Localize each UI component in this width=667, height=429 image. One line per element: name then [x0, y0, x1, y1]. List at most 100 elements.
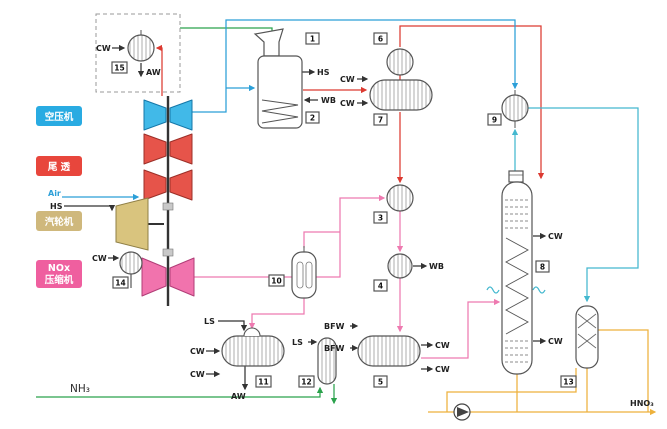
equipment-tag-15: 15: [111, 61, 128, 74]
heat-exchanger-14: [119, 251, 143, 288]
bleacher-column-13: [575, 305, 599, 369]
equipment-tag-2: 2: [305, 111, 320, 124]
nox-compressor-stage: [141, 257, 195, 297]
tag-number: 5: [378, 378, 383, 387]
equipment-tag-14: 14: [112, 276, 129, 289]
pipe-nox-discharge: [194, 194, 386, 278]
legend-label-nox-line2: 压缩机: [45, 274, 74, 286]
legend-box-nox-compressor: [36, 260, 82, 288]
dashed-enclosure: [95, 13, 181, 93]
heat-exchanger-3: [386, 184, 414, 212]
stream-label-cw: CW: [96, 44, 111, 53]
tag-number: 1: [310, 35, 315, 44]
equipment-tag-5: 5: [373, 375, 388, 388]
equipment-tag-11: 11: [255, 375, 272, 388]
tag-number: 15: [114, 64, 124, 73]
legend-label-nox-line1: NOx: [48, 263, 70, 274]
equipment-tag-12: 12: [298, 375, 315, 388]
equipment-tag-10: 10: [268, 274, 285, 287]
filter-candle-1: [296, 261, 304, 289]
legend-box-tail-gas-turbine: [36, 156, 82, 176]
stream-label-cw: CW: [548, 232, 563, 241]
equipment-tag-1: 1: [305, 32, 320, 45]
stream-labels: CW AW CW Air HS HS WB CW CW WB LS LS CW …: [48, 44, 654, 408]
equipment: [95, 13, 599, 421]
tag-number: 11: [258, 378, 268, 387]
stream-label-bfw: BFW: [324, 344, 345, 353]
equipment-tag-9: 9: [487, 113, 502, 126]
coil-inlet-symbol-right: [532, 286, 546, 294]
packing-x: [577, 313, 597, 349]
stream-label-cw: CW: [548, 337, 563, 346]
tag-number: 7: [378, 116, 383, 125]
compressor-train: [115, 96, 195, 306]
shaft-coupling-2: [162, 248, 174, 257]
acid-pump: [453, 403, 471, 421]
absorption-column-8: [501, 170, 533, 375]
pipe-gas-to-bleacher: [528, 107, 639, 303]
equipment-tag-4: 4: [373, 279, 388, 292]
stream-label-ls: LS: [292, 338, 303, 347]
equipment-tag-13: 13: [560, 375, 577, 388]
equipment-tags: 1 2 3 4 5 6 7 8 9 10 11 12 13 14 15: [111, 32, 577, 388]
tag-number: 10: [271, 277, 281, 286]
tag-number: 3: [378, 214, 383, 223]
heat-exchanger-15: [127, 30, 155, 62]
dome-nozzle: [243, 327, 261, 337]
stream-label-hno3: HNO₃: [630, 399, 654, 408]
legend: 空压机 尾 透 汽轮机 NOx 压缩机: [36, 106, 82, 288]
stream-label-cw: CW: [190, 347, 205, 356]
vessel-10: [291, 246, 317, 299]
stream-label-air: Air: [48, 189, 61, 198]
tag-number: 13: [563, 378, 573, 387]
pipe-compressed-air: [192, 19, 519, 113]
stream-label-aw: AW: [146, 68, 161, 77]
stream-label-ls: LS: [204, 317, 215, 326]
pipe-turbine-exhaust: [155, 44, 163, 96]
stream-label-bfw: BFW: [324, 322, 345, 331]
tray-lines: [505, 199, 529, 363]
stream-label-cw: CW: [340, 75, 355, 84]
process-lines: [36, 19, 657, 416]
heat-exchanger-9: [501, 90, 529, 128]
stream-label-cw: CW: [340, 99, 355, 108]
stream-label-cw: CW: [92, 254, 107, 263]
pump-impeller: [457, 407, 469, 417]
burner-top: [253, 28, 284, 57]
filter-candle-2: [305, 261, 313, 289]
top-nozzle: [508, 170, 524, 183]
tail-gas-turbine-stage-2: [143, 169, 193, 201]
heat-exchanger-4: [387, 253, 413, 279]
tag-number: 12: [301, 378, 311, 387]
equipment-tag-7: 7: [373, 113, 388, 126]
stream-label-aw: AW: [231, 392, 246, 401]
tag-number: 6: [378, 35, 383, 44]
pipe-hot-gas-to-column: [399, 25, 545, 180]
legend-box-steam-turbine: [36, 211, 82, 231]
equipment-tag-8: 8: [535, 260, 550, 273]
legend-label-tail-gas-turbine: 尾 透: [47, 161, 71, 173]
tag-number: 2: [310, 114, 315, 123]
tag-number: 14: [115, 279, 125, 288]
tag-number: 8: [540, 263, 545, 272]
heat-exchanger-5: [357, 335, 421, 367]
pipe-hs-to-turbine: [64, 205, 116, 212]
cooling-coil: [505, 237, 529, 335]
pipe-bleacher-side: [598, 329, 649, 412]
arrow-ls-e11: [218, 320, 248, 332]
steam-coil: [261, 99, 299, 124]
stream-label-cw: CW: [435, 341, 450, 350]
air-compressor-stage: [143, 99, 193, 131]
stream-label-cw: CW: [435, 365, 450, 374]
legend-label-air-compressor: 空压机: [45, 111, 74, 123]
pipe-nh3-feed: [36, 386, 324, 398]
equipment-tag-3: 3: [373, 211, 388, 224]
heat-exchanger-11: [221, 327, 285, 367]
heat-exchanger-7: [369, 79, 433, 111]
legend-box-air-compressor: [36, 106, 82, 126]
stream-label-hs: HS: [50, 202, 63, 211]
ammonia-oxidation-reactor: [253, 28, 303, 129]
pipe-vessel10-to-e11: [248, 298, 305, 330]
shaft-coupling-1: [162, 202, 174, 211]
